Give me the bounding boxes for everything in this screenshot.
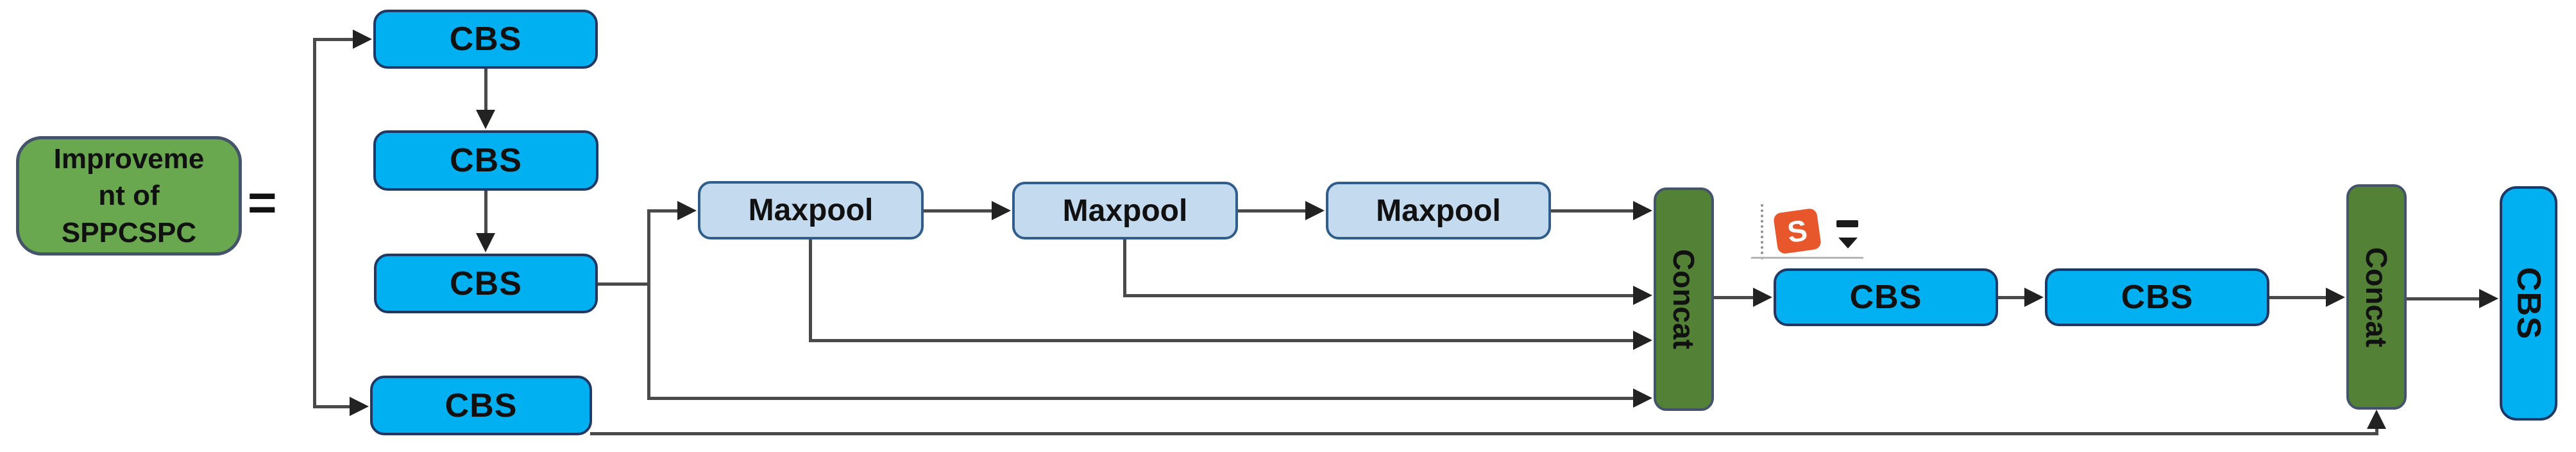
arrowhead-icon: [1633, 388, 1652, 408]
arrowhead-icon: [1305, 201, 1325, 220]
bypass-riser-line: [2375, 424, 2378, 435]
overlay-dotted-guide-line: [1761, 204, 1763, 259]
arrowhead-icon: [353, 30, 372, 49]
node-cbs-6: CBS: [2045, 268, 2269, 326]
node-label: Maxpool: [1376, 193, 1501, 228]
cbs5-cbs6-line: [1998, 296, 2027, 299]
concat1-cbs5-line: [1714, 296, 1756, 299]
node-maxpool-1: Maxpool: [698, 181, 924, 239]
maxpool1-drop-line: [809, 239, 812, 342]
cbs2-cbs3-line: [484, 191, 487, 236]
cbs6-concat2-line: [2269, 296, 2328, 299]
cbs4-bypass-line: [590, 432, 2378, 435]
legend-title-line2: nt of: [98, 180, 160, 212]
junction-vertical-line: [647, 211, 650, 399]
node-concat-1: Concat: [1654, 187, 1714, 411]
arrowhead-icon: [476, 110, 495, 129]
maxpool1-maxpool2-line: [924, 209, 994, 213]
maxpool2-concat-line: [1123, 294, 1636, 297]
legend-title-line3: SPPCSPC: [61, 216, 197, 248]
node-cbs-7: CBS: [2500, 186, 2557, 421]
arrowhead-icon: [1633, 286, 1652, 305]
arrowhead-icon: [350, 397, 369, 416]
arrowhead-icon: [1753, 288, 1772, 307]
arrowhead-icon: [992, 201, 1011, 220]
node-cbs-2: CBS: [373, 130, 598, 191]
legend-title-text: Improveme nt of SPPCSPC: [54, 141, 205, 251]
equals-sign: =: [248, 174, 277, 230]
overlay-underline: [1751, 257, 1863, 259]
node-label: CBS: [1849, 279, 1922, 316]
overlay-dropdown-arrow-icon[interactable]: [1838, 238, 1858, 248]
arrowhead-icon: [677, 201, 697, 220]
concat2-cbs7-line: [2407, 297, 2482, 300]
arrowhead-icon: [1633, 331, 1652, 350]
arrowhead-icon: [2479, 289, 2498, 308]
node-cbs-4: CBS: [370, 376, 592, 435]
cbs1-cbs2-line: [484, 69, 487, 112]
node-cbs-3: CBS: [374, 254, 598, 313]
maxpool1-concat-line: [809, 339, 1636, 342]
node-label: CBS: [450, 142, 522, 179]
node-concat-2: Concat: [2346, 184, 2407, 410]
identity-to-concat-line: [647, 397, 1636, 400]
arrowhead-icon: [2367, 410, 2386, 429]
maxpool3-concat-line: [1551, 209, 1634, 213]
node-label: CBS: [445, 387, 518, 424]
node-label: Concat: [1667, 249, 1700, 349]
node-label: Concat: [2360, 247, 2393, 347]
branch-bottom-line: [313, 405, 352, 408]
maxpool2-maxpool3-line: [1238, 209, 1308, 213]
cbs3-out-line: [598, 282, 650, 286]
branch-vertical-line: [313, 38, 316, 408]
maxpool2-drop-line: [1123, 239, 1126, 297]
s-logo-icon[interactable]: S: [1772, 207, 1822, 255]
arrowhead-icon: [1633, 201, 1652, 220]
node-label: CBS: [449, 21, 522, 58]
node-label: CBS: [2510, 267, 2547, 340]
node-cbs-5: CBS: [1774, 268, 1998, 326]
branch-top-line: [313, 38, 355, 41]
node-maxpool-2: Maxpool: [1012, 182, 1238, 239]
legend-title-box: Improveme nt of SPPCSPC: [16, 136, 242, 256]
junction-to-maxpool1-line: [647, 209, 680, 213]
node-label: CBS: [450, 265, 522, 302]
node-label: Maxpool: [1062, 193, 1188, 228]
arrowhead-icon: [476, 233, 495, 252]
node-label: CBS: [2121, 279, 2194, 316]
node-maxpool-3: Maxpool: [1326, 182, 1551, 239]
node-cbs-1: CBS: [373, 10, 598, 69]
node-label: Maxpool: [748, 193, 874, 227]
legend-title-line1: Improveme: [53, 143, 205, 175]
arrowhead-icon: [2326, 288, 2345, 307]
overlay-dash-icon[interactable]: [1836, 220, 1858, 227]
arrowhead-icon: [2024, 288, 2044, 307]
